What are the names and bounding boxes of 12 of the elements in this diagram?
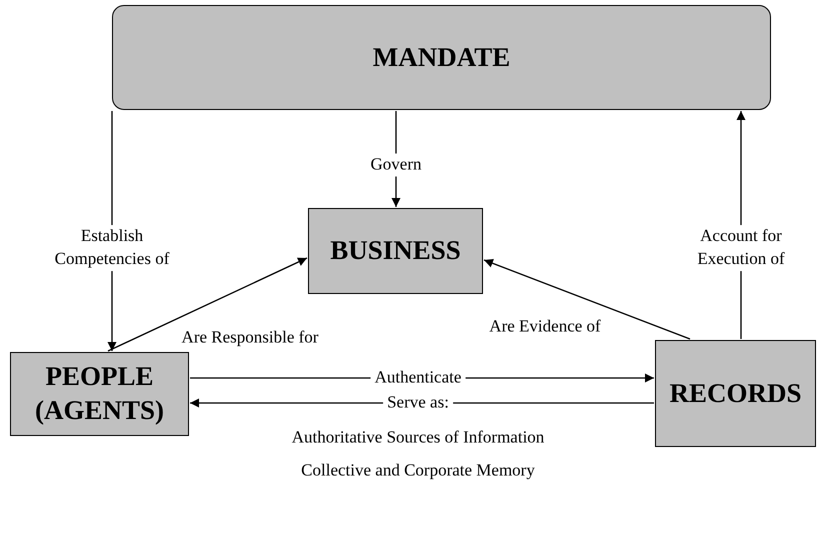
process-box — [112, 5, 771, 110]
note-text: Collective and Corporate Memory — [301, 459, 535, 481]
node-title: BUSINESS — [330, 234, 461, 268]
process-box — [655, 340, 816, 447]
node-title: PEOPLE (AGENTS) — [34, 360, 165, 427]
process-box — [308, 208, 483, 294]
process-box — [10, 352, 189, 436]
node-title: MANDATE — [372, 40, 510, 74]
node-title: RECORDS — [669, 376, 802, 410]
note-text: Authoritative Sources of Information — [292, 426, 544, 448]
arrow — [108, 257, 308, 352]
arrow — [484, 259, 690, 340]
